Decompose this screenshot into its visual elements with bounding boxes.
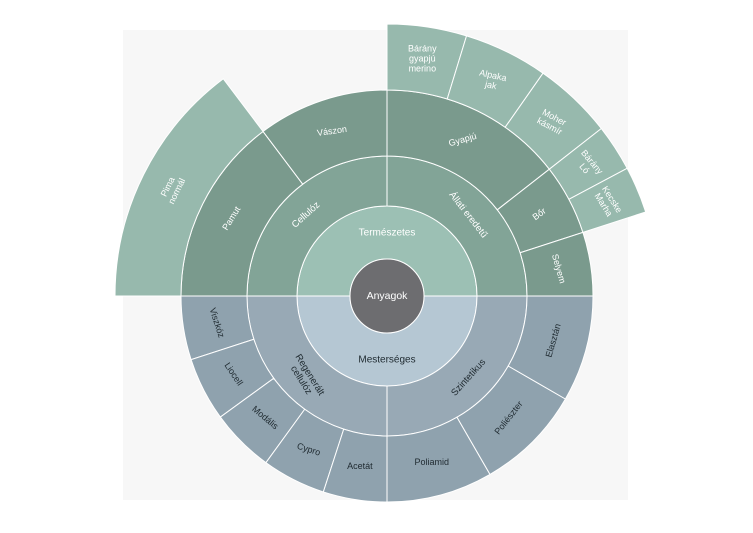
label-poliamid: Poliamid — [415, 457, 450, 467]
segment-cypro[interactable] — [265, 408, 345, 493]
label-alpaka-jak: Alpakajak — [476, 68, 507, 93]
segment-polieszter[interactable] — [456, 365, 567, 476]
center-node[interactable] — [349, 258, 425, 334]
label-anyagok: Anyagok — [367, 290, 409, 302]
segment-elasztan[interactable] — [507, 295, 594, 400]
segment-modalis[interactable] — [219, 377, 306, 464]
label-acetat: Acetát — [347, 461, 373, 471]
label-termeszetes: Természetes — [359, 227, 416, 238]
label-vaszon: Vászon — [316, 124, 347, 138]
segment-viszkoz[interactable] — [180, 295, 255, 361]
segment-pima-normal[interactable] — [114, 78, 264, 297]
label-mesterseges: Mesterséges — [358, 354, 415, 365]
segment-liocell[interactable] — [190, 338, 275, 418]
segment-poliamid[interactable] — [386, 416, 491, 503]
segment-acetat[interactable] — [322, 428, 388, 503]
